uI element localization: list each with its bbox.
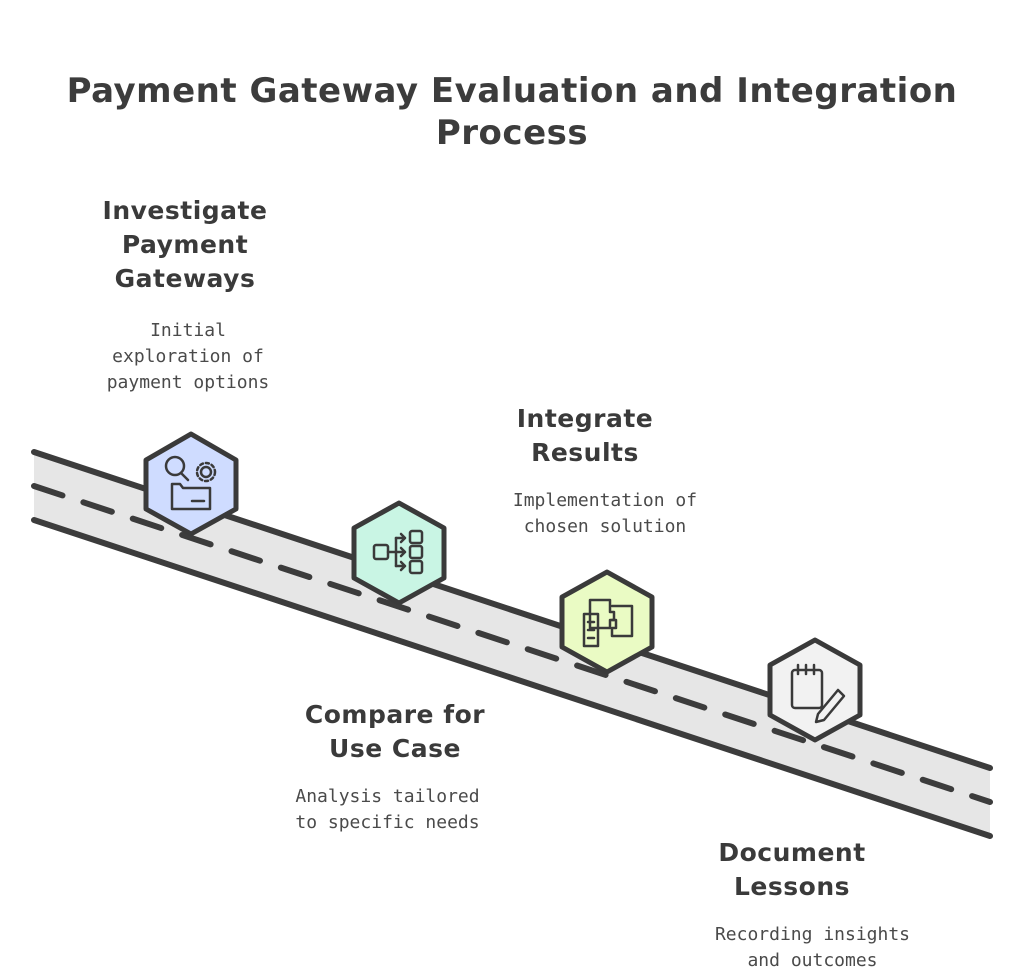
search-gear-folder-icon [164, 455, 217, 511]
step-4-description: Recording insights and outcomes [714, 924, 911, 971]
notepad-pencil-icon [790, 663, 846, 724]
step-4-hexagon [767, 637, 863, 743]
puzzle-merge-icon [582, 598, 634, 648]
road-bottom-edge [31, 517, 993, 839]
road-surface [34, 452, 990, 836]
step-2-description: Analysis tailored to specific needs [295, 786, 480, 833]
step-3-marker [559, 569, 655, 675]
step-4-marker [767, 637, 863, 743]
step-3-title: Integrate Results [516, 404, 654, 467]
diagram-title: Payment Gateway Evaluation and Integrati… [66, 71, 958, 153]
step-1-title: Investigate Payment Gateways [102, 196, 268, 293]
step-2-title: Compare for Use Case [304, 700, 486, 763]
step-1-marker [143, 431, 239, 537]
branching-options-icon [372, 529, 424, 575]
road-center-line [31, 483, 993, 805]
step-3-hexagon [559, 569, 655, 675]
step-2-marker [351, 500, 447, 606]
step-3-description: Implementation of chosen solution [512, 490, 698, 537]
step-1-description: Initial exploration of payment options [106, 320, 270, 393]
step-4-title: Document Lessons [718, 838, 866, 901]
step-1-hexagon [143, 431, 239, 537]
